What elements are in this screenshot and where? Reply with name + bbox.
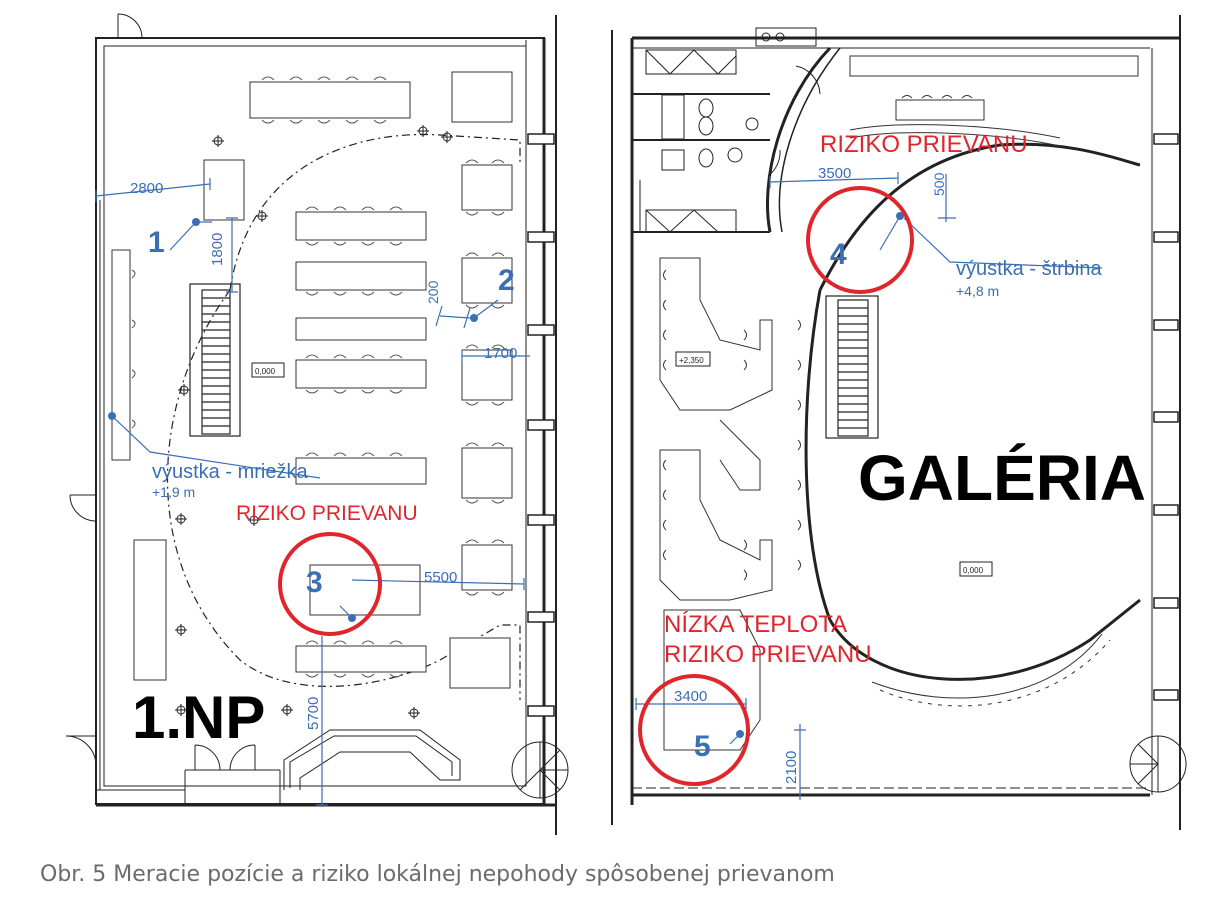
right-plan-walls — [611, 15, 1181, 830]
dim-2100: 2100 — [783, 751, 800, 784]
measurement-point-3-marker — [348, 614, 356, 622]
dim-500: 500 — [931, 172, 947, 196]
risk-circles — [278, 186, 914, 786]
left-level-value: 0,000 — [255, 367, 276, 376]
point-1-number: 1 — [148, 226, 165, 259]
risk-circle-point-4 — [806, 186, 914, 294]
slot-vent-height: +4,8 m — [956, 283, 999, 299]
risk-circle-point-3 — [278, 532, 382, 636]
risk-label-bottom: RIZIKO PRIEVANU — [664, 641, 872, 668]
left-plan-doors — [65, 13, 256, 771]
risk-circle-point-5 — [638, 674, 750, 786]
floor-label-1np: 1.NP — [132, 684, 265, 751]
dim-2800: 2800 — [130, 180, 163, 197]
floor-plan-drawing: 2800 1800 200 1700 5500 5700 3500 500 34… — [65, 13, 1187, 835]
right-plan-staircase — [825, 295, 879, 439]
measurement-point-1-marker — [192, 218, 200, 226]
dim-5700: 5700 — [305, 697, 322, 730]
right-plan-spiral-stair — [1129, 735, 1187, 793]
left-plan-ceiling-markers — [175, 125, 453, 719]
right-mezzanine-level-box — [675, 351, 711, 367]
measurement-dots — [108, 212, 904, 738]
right-plan-window-posts — [1153, 133, 1179, 701]
dim-3500: 3500 — [818, 165, 851, 182]
risk-label-left: RIZIKO PRIEVANU — [236, 502, 418, 525]
grille-vent-height: +1,9 m — [152, 484, 195, 500]
left-plan-window-posts — [527, 133, 555, 717]
slot-vent-label: výustka - štrbina — [956, 258, 1102, 280]
left-plan-counter — [283, 729, 461, 790]
floor-label-galeria: GALÉRIA — [858, 442, 1146, 514]
point-4-number: 4 — [830, 238, 847, 271]
risk-label-gallery: RIZIKO PRIEVANU — [820, 131, 1028, 158]
right-plan-wc-fixtures — [645, 27, 821, 233]
gallery-level-value: 0,000 — [963, 566, 984, 575]
low-temp-label: NÍZKA TEPLOTA — [664, 611, 847, 638]
measurement-point-4-marker — [896, 212, 904, 220]
point-3-number: 3 — [306, 566, 323, 599]
left-plan-staircase — [189, 283, 241, 437]
point-5-number: 5 — [694, 730, 711, 763]
left-plan-chairs — [131, 76, 505, 678]
mezzanine-level-value: +2,350 — [679, 356, 704, 365]
left-level-box — [251, 362, 285, 378]
dim-1800: 1800 — [209, 233, 226, 266]
dimension-lines — [95, 172, 1103, 806]
measurement-point-5-marker — [736, 730, 744, 738]
grille-vent-marker — [108, 412, 116, 420]
right-gallery-level-box — [959, 561, 993, 577]
dim-5500: 5500 — [424, 569, 457, 586]
point-2-number: 2 — [498, 264, 515, 297]
left-plan-furniture — [111, 71, 513, 689]
dim-3400: 3400 — [674, 688, 707, 705]
annotation-texts: 2800 1800 200 1700 5500 5700 3500 500 34… — [130, 131, 1146, 784]
figure-caption: Obr. 5 Meracie pozície a riziko lokálnej… — [40, 862, 835, 887]
dim-200: 200 — [425, 280, 441, 304]
right-plan-furniture — [659, 55, 1139, 751]
dim-1700: 1700 — [484, 345, 517, 362]
measurement-point-2-marker — [470, 314, 478, 322]
left-plan-spiral-stair — [511, 741, 569, 799]
grille-vent-label: výustka - mriežka — [152, 461, 308, 483]
